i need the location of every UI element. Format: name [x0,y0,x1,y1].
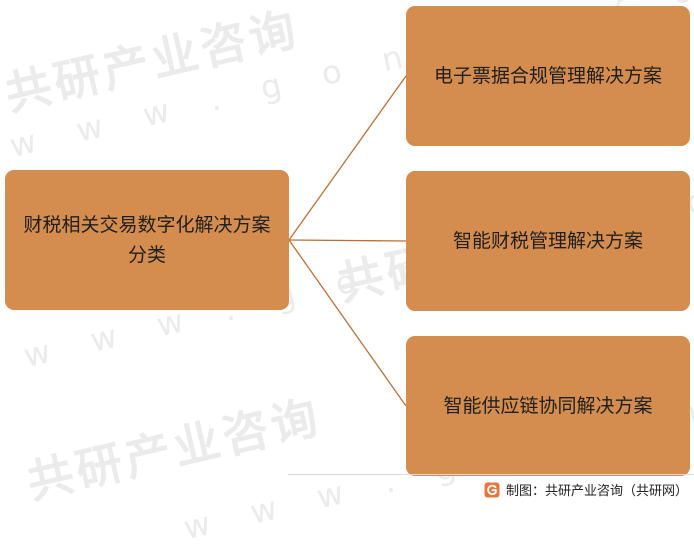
category-node-e-invoice: 电子票据合规管理解决方案 [406,6,690,146]
category-node-supply-chain: 智能供应链协同解决方案 [406,336,690,476]
category-node-smart-tax: 智能财税管理解决方案 [406,171,690,311]
connector-line-middle [288,239,407,242]
category-node-label: 智能财税管理解决方案 [452,230,643,252]
root-label-line1: 财税相关交易数字化解决方案 [23,214,271,236]
connector-line-bottom [288,239,407,407]
root-node: 财税相关交易数字化解决方案 分类 [5,170,289,310]
root-node-label: 财税相关交易数字化解决方案 分类 [23,210,270,270]
brand-logo-icon [484,482,500,497]
footer-credit-text: 制图：共研产业咨询（共研网） [505,484,688,499]
category-node-label: 智能供应链协同解决方案 [443,395,653,417]
connector-line-top [288,75,407,241]
category-node-label: 电子票据合规管理解决方案 [433,65,662,87]
footer-credit: 制图：共研产业咨询（共研网） [484,480,688,499]
root-label-line2: 分类 [127,244,166,266]
footer-divider [288,474,694,475]
connector-lines [288,75,407,407]
